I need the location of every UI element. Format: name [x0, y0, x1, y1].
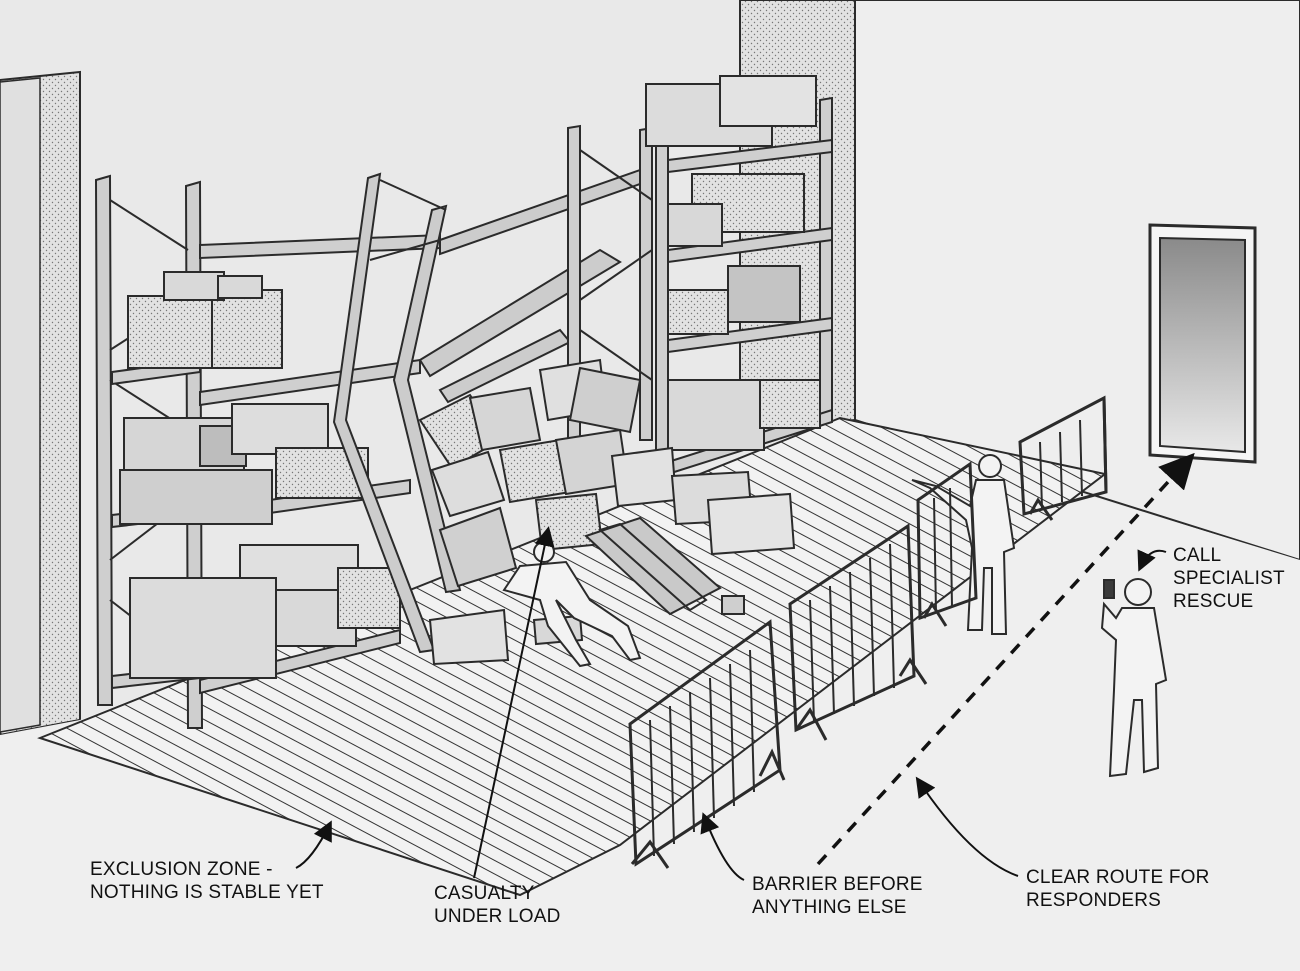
callout-route-line-1: CLEAR ROUTE FOR [1026, 867, 1210, 888]
worker-with-radio [1100, 578, 1168, 778]
worker-pointing [911, 454, 1016, 635]
callout-route-line-2: RESPONDERS [1026, 890, 1162, 911]
right-rack-boxes [645, 75, 821, 451]
doorway [1148, 223, 1257, 464]
callout-specialist-rescue: CALL SPECIALIST RESCUE [1173, 544, 1285, 613]
callout-rescue-line-3: RESCUE [1173, 591, 1254, 612]
callout-casualty-line-2: UNDER LOAD [434, 906, 561, 927]
callout-responder-route: CLEAR ROUTE FOR RESPONDERS [1026, 866, 1210, 912]
callout-barrier: BARRIER BEFORE ANYTHING ELSE [752, 873, 923, 919]
callout-exclusion-line-2: NOTHING IS STABLE YET [90, 882, 324, 903]
callout-rescue-line-1: CALL [1173, 545, 1222, 566]
callout-casualty: CASUALTY UNDER LOAD [434, 882, 561, 928]
safety-barriers [628, 395, 1108, 869]
callout-exclusion-line-1: EXCLUSION ZONE - [90, 859, 273, 880]
callout-exclusion-zone: EXCLUSION ZONE - NOTHING IS STABLE YET [90, 858, 324, 904]
callout-casualty-line-1: CASUALTY [434, 883, 535, 904]
callout-barrier-line-1: BARRIER BEFORE [752, 874, 923, 895]
callout-rescue-line-2: SPECIALIST [1173, 568, 1285, 589]
responder-route-arrow [816, 452, 1195, 866]
callout-leader-lines [295, 526, 1167, 881]
callout-barrier-line-2: ANYTHING ELSE [752, 897, 907, 918]
